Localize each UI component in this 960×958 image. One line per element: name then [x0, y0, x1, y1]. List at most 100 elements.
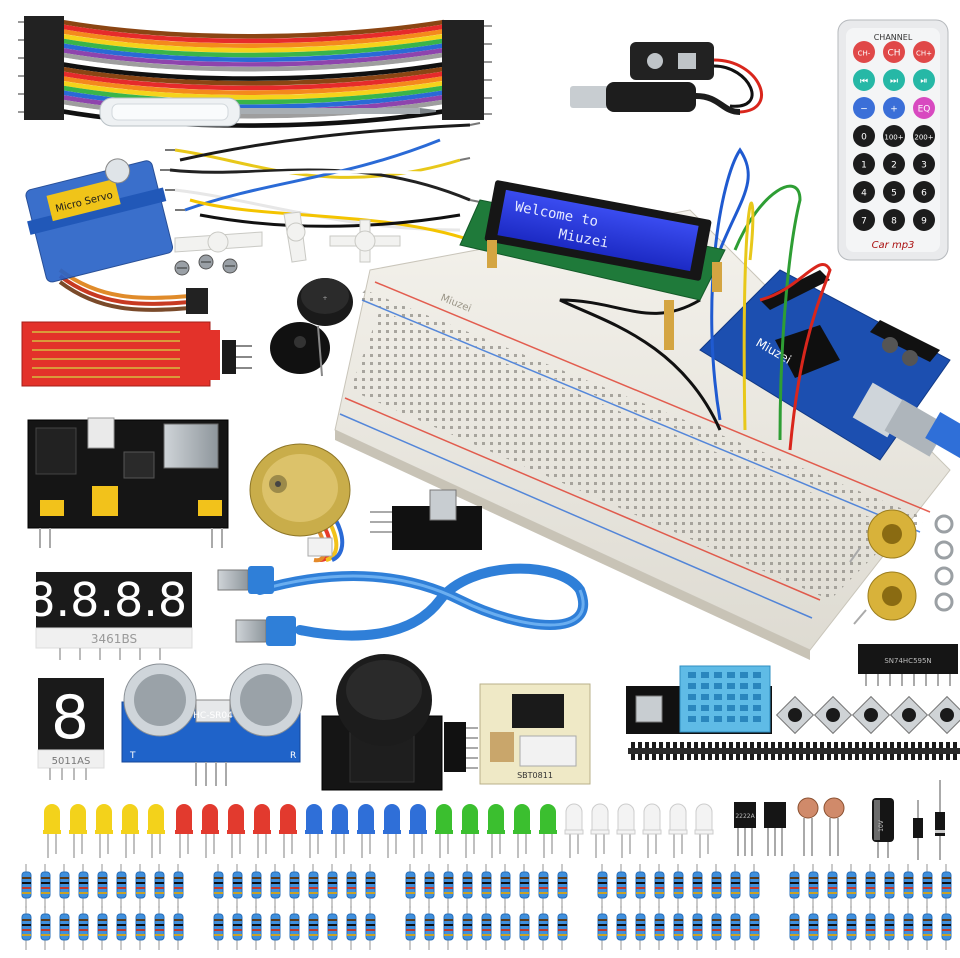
remote-key-label: EQ	[918, 105, 931, 115]
led	[122, 804, 138, 832]
transistor-label: 2222A	[735, 813, 755, 820]
remote-key-label: 1	[861, 161, 867, 171]
remote-key	[883, 181, 905, 203]
ic-label: SN74HC595N	[884, 657, 931, 665]
tactile-push-buttons	[775, 695, 960, 735]
led	[384, 804, 400, 832]
led	[202, 804, 218, 832]
resistor	[557, 871, 568, 899]
resistor	[808, 871, 819, 899]
led	[70, 804, 86, 832]
led	[669, 803, 687, 833]
electrolytic-capacitor: 10V	[872, 798, 894, 858]
resistor	[40, 913, 51, 941]
led	[280, 804, 296, 832]
resistor	[289, 871, 300, 899]
resistor	[711, 871, 722, 899]
resistor	[730, 913, 741, 941]
remote-key	[853, 69, 875, 91]
led	[565, 803, 583, 833]
resistor	[884, 871, 895, 899]
remote-key	[913, 181, 935, 203]
potentiometers	[849, 509, 917, 625]
resistor	[21, 871, 32, 899]
resistor	[270, 871, 281, 899]
resistor	[597, 871, 608, 899]
shift-register-ic: SN74HC595N	[858, 644, 958, 686]
resistor	[308, 913, 319, 941]
resistor	[903, 913, 914, 941]
led	[488, 804, 504, 832]
remote-key	[853, 209, 875, 231]
resistor	[116, 913, 127, 941]
remote-brand: Car mp3	[872, 240, 915, 251]
led	[540, 804, 556, 832]
remote-key	[853, 153, 875, 175]
remote-key-label: 9	[921, 217, 927, 227]
led	[96, 804, 112, 832]
resistor	[365, 913, 376, 941]
remote-key	[913, 41, 935, 63]
resistor	[251, 913, 262, 941]
resistor	[941, 913, 952, 941]
breadboard-power-module	[27, 417, 229, 548]
remote-key-label: CH	[887, 49, 900, 59]
remote-key	[883, 41, 905, 63]
led	[228, 804, 244, 832]
seg1-digit: 8	[51, 683, 89, 753]
capacitor-label: 10V	[878, 819, 885, 832]
resistor	[78, 871, 89, 899]
resistor	[346, 913, 357, 941]
resistor	[749, 913, 760, 941]
remote-header: CHANNEL	[874, 33, 913, 42]
remote-key	[883, 125, 905, 147]
led	[617, 803, 635, 833]
resistor	[711, 913, 722, 941]
led	[695, 803, 713, 833]
remote-key-label: ⏭	[890, 77, 898, 87]
driver-label: SBT0811	[517, 771, 553, 780]
diodes	[913, 780, 945, 860]
led	[358, 804, 374, 832]
remote-key-label: −	[860, 105, 868, 115]
resistor	[97, 871, 108, 899]
buzzers: +	[270, 278, 353, 377]
water-level-sensor	[21, 321, 252, 387]
resistor	[557, 913, 568, 941]
resistor	[21, 913, 32, 941]
resistor	[289, 913, 300, 941]
resistor	[270, 913, 281, 941]
resistor	[616, 871, 627, 899]
screws	[174, 254, 238, 276]
remote-key-label: 0	[861, 133, 867, 143]
resistor	[213, 871, 224, 899]
resistor	[327, 871, 338, 899]
photoresistors	[797, 797, 845, 856]
resistor	[173, 913, 184, 941]
resistor	[730, 871, 741, 899]
resistor	[846, 871, 857, 899]
resistor	[135, 871, 146, 899]
resistor	[673, 913, 684, 941]
resistor	[481, 871, 492, 899]
resistor	[846, 913, 857, 941]
resistor	[213, 913, 224, 941]
remote-key-label: 5	[891, 189, 897, 199]
led	[332, 804, 348, 832]
remote-key-label: ⏮	[860, 77, 868, 87]
resistor	[443, 871, 454, 899]
resistor	[327, 913, 338, 941]
resistor	[59, 913, 70, 941]
stepper-driver-board: SBT0811	[479, 683, 591, 785]
led-assortment	[43, 803, 714, 858]
arduino-uno-board: Miuzei	[699, 269, 960, 461]
ultrasonic-r: R	[290, 751, 296, 761]
led	[176, 804, 192, 832]
resistor	[789, 871, 800, 899]
resistor	[673, 871, 684, 899]
remote-key-label: CH+	[916, 50, 932, 58]
four-digit-seven-segment-display: 8.8.8.8. 3461BS	[26, 572, 202, 660]
remote-key	[883, 97, 905, 119]
micro-servo: Micro Servo	[25, 158, 208, 314]
